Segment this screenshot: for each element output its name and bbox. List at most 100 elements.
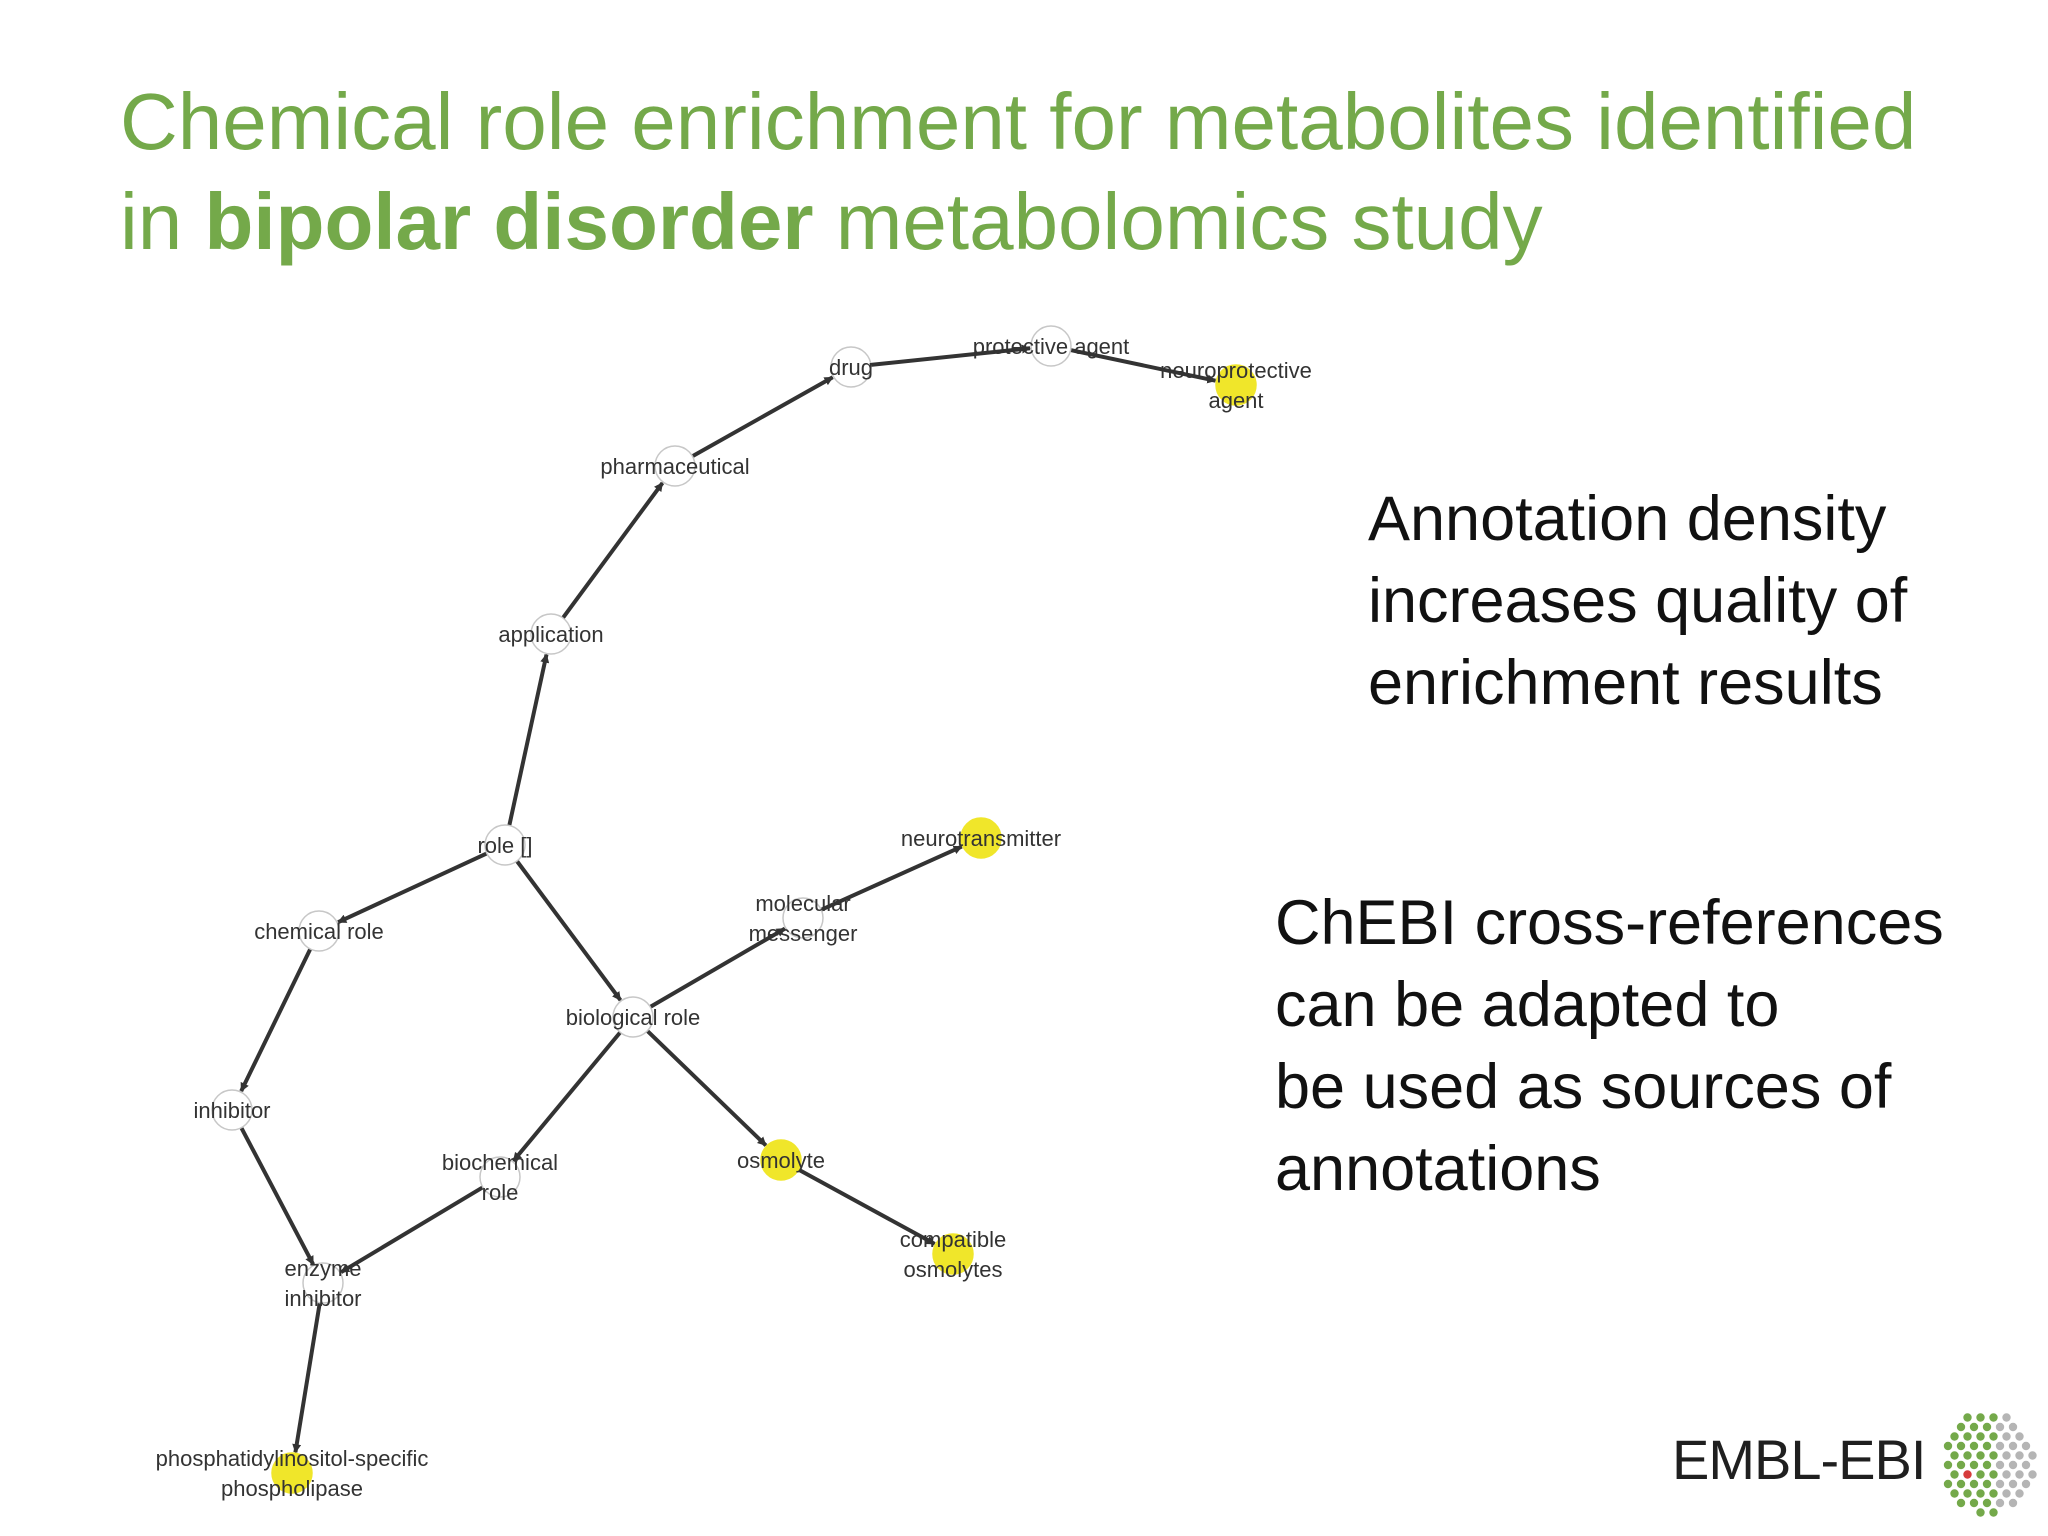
logo-dot [1989, 1470, 1998, 1479]
node-biochemical_role [479, 1156, 521, 1198]
logo-dot [1995, 1460, 2005, 1470]
logo-dot [1956, 1441, 1966, 1451]
node-label-drug: drug [829, 355, 873, 380]
embl-ebi-logo-text: EMBL-EBI [1672, 1428, 1926, 1491]
node-drug [830, 346, 872, 388]
logo-dot [2002, 1489, 2011, 1498]
logo-dot [1969, 1422, 1979, 1432]
node-biological_role [612, 996, 654, 1038]
node-label-neurotransmitter: neurotransmitter [901, 826, 1061, 851]
logo-dot [1995, 1498, 2005, 1508]
logo-dot [1950, 1432, 1959, 1441]
logo-dot [1969, 1479, 1979, 1489]
node-label-molecular_messenger: messenger [749, 921, 858, 946]
logo-dot [2021, 1479, 2031, 1489]
node-label-enzyme_inhibitor: inhibitor [284, 1286, 361, 1311]
slide-title: Chemical role enrichment for metabolites… [120, 72, 2000, 272]
node-neurotransmitter [960, 817, 1002, 859]
node-label-osmolyte: osmolyte [737, 1148, 825, 1173]
logo-dot [1969, 1460, 1979, 1470]
logo-dot [2015, 1489, 2024, 1498]
node-protective_agent [1030, 325, 1072, 367]
edge-application-to-pharmaceutical [561, 481, 665, 620]
edge-layer [239, 344, 1217, 1454]
logo-dot [1982, 1422, 1992, 1432]
logo-dot [1956, 1498, 1966, 1508]
logo-dot [1976, 1470, 1985, 1479]
logo-dot [1963, 1413, 1972, 1422]
logo-dot [2015, 1451, 2024, 1460]
edge-chemical_role-to-inhibitor [239, 948, 313, 1092]
node-osmolyte [760, 1139, 802, 1181]
logo-dot [1943, 1441, 1953, 1451]
edge-drug-to-protective_agent [870, 344, 1031, 367]
logo-dot [2008, 1479, 2018, 1489]
edge-inhibitor-to-enzyme_inhibitor [239, 1126, 315, 1266]
node-label-role: role [] [477, 833, 532, 858]
node-label-application: application [498, 622, 603, 647]
logo-dot [1963, 1432, 1972, 1441]
logo-dot [1969, 1441, 1979, 1451]
node-label-enzyme_inhibitor: enzyme [284, 1256, 361, 1281]
label-layer: role [] application pharmaceutical drug prot… [156, 334, 1312, 1501]
logo-dot [2008, 1422, 2018, 1432]
logo-dot [2002, 1413, 2011, 1422]
edge-molecular_messenger-to-neurotransmitter [820, 844, 963, 912]
title-part-1: Chemical role enrichment for metabolites… [120, 77, 1917, 266]
node-compatible_osmolytes [932, 1233, 974, 1275]
logo-dot [1950, 1489, 1959, 1498]
logo-dot [2021, 1441, 2031, 1451]
logo-dot [1969, 1498, 1979, 1508]
chebi-crossref-note: ChEBI cross-references can be adapted to… [1275, 888, 1944, 1204]
logo-dot [1956, 1479, 1966, 1489]
node-label-pharmaceutical: pharmaceutical [600, 454, 749, 479]
logo-dot [2008, 1498, 2018, 1508]
logo-dot [2021, 1460, 2031, 1470]
node-enzyme_inhibitor [302, 1262, 344, 1304]
logo-dot [1995, 1441, 2005, 1451]
node-label-protective_agent: protective agent [973, 334, 1130, 359]
logo-dot [1963, 1489, 1972, 1498]
logo-dot [1989, 1489, 1998, 1498]
node-phospholipase [271, 1452, 313, 1494]
node-label-phospholipase: phospholipase [221, 1476, 363, 1501]
logo-dot [1976, 1413, 1985, 1422]
title-part-2: metabolomics study [813, 177, 1543, 266]
node-inhibitor [211, 1089, 253, 1131]
embl-ebi-logo-icon [1943, 1413, 2037, 1517]
node-label-biochemical_role: role [482, 1180, 519, 1205]
node-neuroprotective_agent [1215, 364, 1257, 406]
edge-biological_role-to-molecular_messenger [649, 926, 786, 1009]
node-label-biological_role: biological role [566, 1005, 701, 1030]
logo-dot [1976, 1451, 1985, 1460]
node-label-chemical_role: chemical role [254, 919, 384, 944]
logo-dot [1995, 1479, 2005, 1489]
logo-dot [1989, 1451, 1998, 1460]
logo-dot [1943, 1479, 1953, 1489]
logo-dot [2028, 1470, 2037, 1479]
edge-biochemical_role-to-enzyme_inhibitor [339, 1185, 484, 1274]
node-label-compatible_osmolytes: compatible [900, 1227, 1006, 1252]
node-label-neuroprotective_agent: neuroprotective [1160, 358, 1312, 383]
edge-biological_role-to-biochemical_role [511, 1031, 622, 1163]
logo-dot [2002, 1451, 2011, 1460]
logo-dot [1989, 1508, 1998, 1517]
node-label-molecular_messenger: molecular [755, 891, 850, 916]
logo-dot [1982, 1479, 1992, 1489]
logo-dot [1976, 1508, 1985, 1517]
node-label-inhibitor: inhibitor [193, 1098, 270, 1123]
node-pharmaceutical [654, 445, 696, 487]
edge-protective_agent-to-neuroprotective_agent [1070, 348, 1217, 384]
logo-dot [1963, 1470, 1972, 1479]
logo-dot [2028, 1451, 2037, 1460]
logo-dot [2015, 1432, 2024, 1441]
logo-dot [1976, 1432, 1985, 1441]
node-label-phospholipase: phosphatidylinositol-specific [156, 1446, 429, 1471]
logo-dot [1956, 1422, 1966, 1432]
edge-osmolyte-to-compatible_osmolytes [797, 1167, 936, 1246]
node-label-compatible_osmolytes: osmolytes [903, 1257, 1002, 1282]
edge-role-to-biological_role [515, 859, 623, 1002]
annotation-density-note: Annotation density increases quality of … [1368, 484, 1908, 718]
logo-dot [2002, 1470, 2011, 1479]
